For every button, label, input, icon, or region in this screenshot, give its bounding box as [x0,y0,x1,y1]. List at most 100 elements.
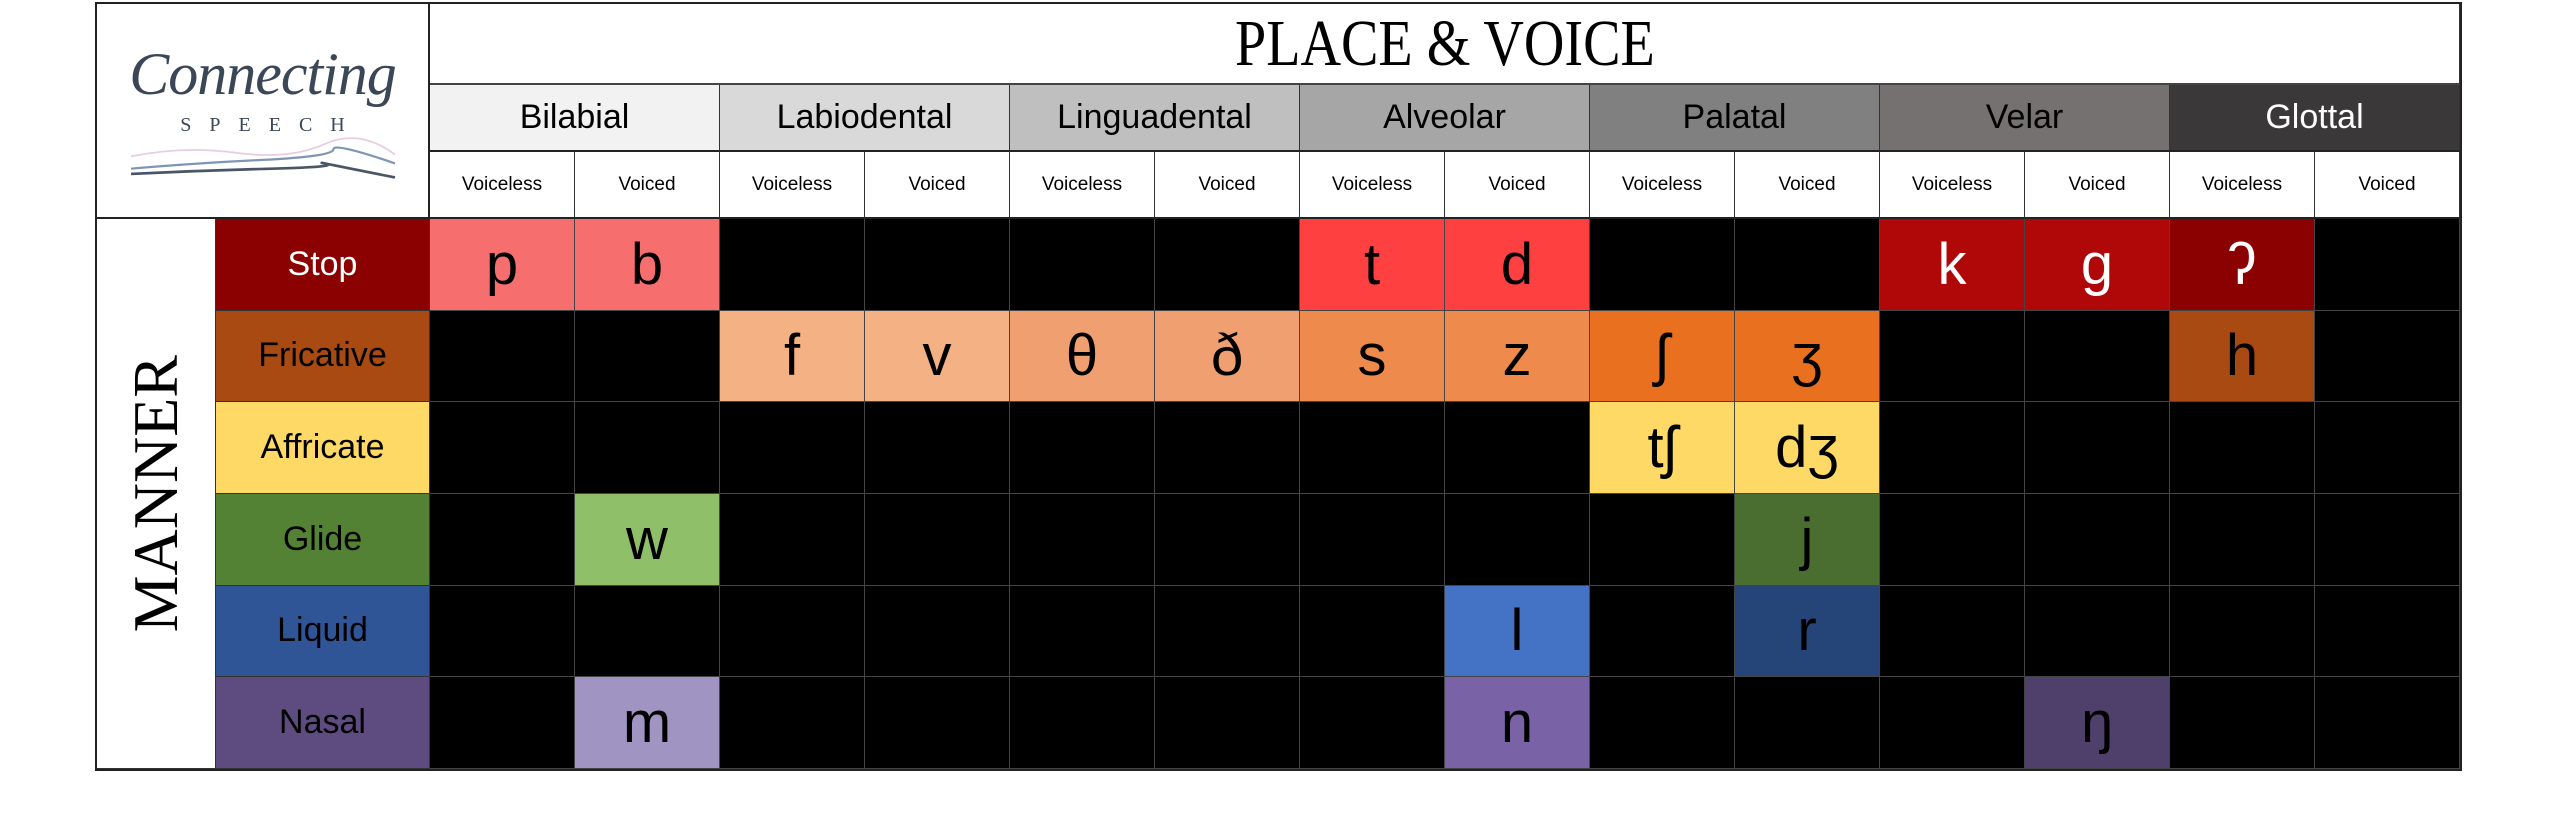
phoneme-cell: d [1445,219,1590,311]
phoneme-cell: z [1445,310,1590,403]
manner-nasal: Nasal [216,677,430,769]
phoneme-cell: l [1445,585,1590,678]
phoneme-cell: m [575,677,720,769]
voicing-header-voiceless: Voiceless [720,152,865,219]
empty-cell [2025,310,2170,403]
voicing-header-voiced: Voiced [1445,152,1590,219]
consonant-chart: Connecting SPEECH PLACE & VOICE MANNER B… [95,2,2462,771]
empty-cell [2315,677,2460,769]
empty-cell [865,402,1010,494]
empty-cell [720,585,865,678]
empty-cell [1155,585,1300,678]
empty-cell [1155,219,1300,311]
empty-cell [1445,402,1590,494]
phoneme-cell: dʒ [1735,402,1880,494]
phoneme-cell: ʃ [1590,310,1735,403]
place-header-alveolar: Alveolar [1300,85,1590,152]
voicing-header-voiced: Voiced [575,152,720,219]
empty-cell [720,219,865,311]
empty-cell [430,310,575,403]
phoneme-cell: ʔ [2170,219,2315,311]
empty-cell [1300,402,1445,494]
logo-wordmark: Connecting [129,40,397,107]
empty-cell [1735,219,1880,311]
mountain-lines-icon [130,136,396,179]
empty-cell [1010,493,1155,586]
empty-cell [2315,402,2460,494]
empty-cell [430,493,575,586]
empty-cell [865,677,1010,769]
place-header-palatal: Palatal [1590,85,1880,152]
voicing-header-voiceless: Voiceless [430,152,575,219]
empty-cell [1300,493,1445,586]
empty-cell [1155,402,1300,494]
place-header-velar: Velar [1880,85,2170,152]
empty-cell [1880,402,2025,494]
phoneme-cell: t [1300,219,1445,311]
empty-cell [2170,402,2315,494]
empty-cell [1300,585,1445,678]
phoneme-cell: ŋ [2025,677,2170,769]
empty-cell [1880,493,2025,586]
empty-cell [720,677,865,769]
empty-cell [1590,493,1735,586]
voicing-header-voiceless: Voiceless [1590,152,1735,219]
empty-cell [1155,493,1300,586]
phoneme-cell: f [720,310,865,403]
manner-liquid: Liquid [216,585,430,678]
voicing-header-voiceless: Voiceless [1300,152,1445,219]
empty-cell [2170,493,2315,586]
voicing-header-voiced: Voiced [865,152,1010,219]
empty-cell [1735,677,1880,769]
empty-cell [720,402,865,494]
logo: Connecting SPEECH [97,4,430,219]
manner-affricate: Affricate [216,402,430,494]
empty-cell [2170,585,2315,678]
empty-cell [1445,493,1590,586]
empty-cell [430,585,575,678]
empty-cell [575,310,720,403]
empty-cell [1590,585,1735,678]
manner-text: MANNER [120,354,191,633]
manner-fricative: Fricative [216,310,430,403]
voicing-header-voiced: Voiced [1735,152,1880,219]
empty-cell [1010,585,1155,678]
phoneme-cell: s [1300,310,1445,403]
empty-cell [2315,310,2460,403]
place-header-labiodental: Labiodental [720,85,1010,152]
place-header-linguadental: Linguadental [1010,85,1300,152]
empty-cell [865,585,1010,678]
phoneme-cell: n [1445,677,1590,769]
empty-cell [430,677,575,769]
empty-cell [1590,677,1735,769]
voicing-header-voiceless: Voiceless [1880,152,2025,219]
voicing-header-voiced: Voiced [2315,152,2460,219]
empty-cell [575,402,720,494]
empty-cell [2025,585,2170,678]
empty-cell [1010,219,1155,311]
empty-cell [2170,677,2315,769]
empty-cell [720,493,865,586]
phoneme-cell: p [430,219,575,311]
empty-cell [1590,219,1735,311]
manner-glide: Glide [216,493,430,586]
empty-cell [575,585,720,678]
empty-cell [1010,402,1155,494]
phoneme-cell: θ [1010,310,1155,403]
phoneme-cell: tʃ [1590,402,1735,494]
empty-cell [2315,585,2460,678]
phoneme-cell: ð [1155,310,1300,403]
manner-stop: Stop [216,219,430,311]
empty-cell [430,402,575,494]
logo-subtitle: SPEECH [180,113,363,136]
empty-cell [865,493,1010,586]
manner-heading: MANNER [97,219,216,769]
voicing-header-voiced: Voiced [1155,152,1300,219]
empty-cell [2315,219,2460,311]
phoneme-cell: r [1735,585,1880,678]
empty-cell [1155,677,1300,769]
empty-cell [1880,677,2025,769]
empty-cell [1300,677,1445,769]
voicing-header-voiced: Voiced [2025,152,2170,219]
voicing-header-voiceless: Voiceless [1010,152,1155,219]
